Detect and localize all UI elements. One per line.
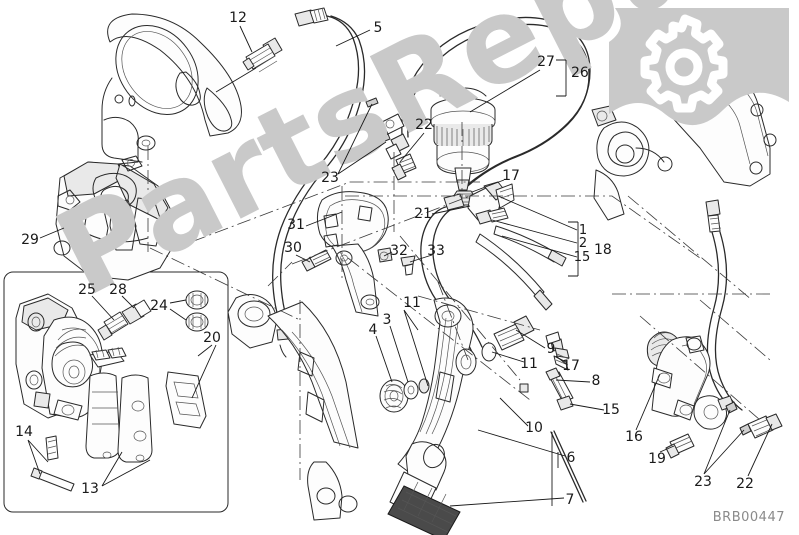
callout-22-top: 22 [415, 117, 433, 133]
rear-brake-caliper-part [53, 155, 173, 281]
callout-7: 7 [566, 492, 575, 508]
pad-retaining-pin-14 [30, 435, 75, 492]
callout-17-b: 17 [562, 358, 580, 374]
callout-8: 8 [592, 373, 601, 389]
guard-bolt-part [242, 37, 283, 73]
bracket-screw-30 [301, 249, 332, 272]
callout-30: 30 [284, 240, 302, 256]
callout-22-b: 22 [736, 476, 754, 492]
callout-10: 10 [525, 420, 543, 436]
callout-21: 21 [414, 206, 432, 222]
fluid-reservoir-part [430, 87, 496, 191]
callout-24: 24 [150, 298, 168, 314]
callout-6: 6 [567, 450, 576, 466]
rear-master-cylinder-part [646, 331, 735, 430]
callout-1: 1 [579, 223, 587, 238]
callout-numbers: 12 5 27 26 22 23 17 21 31 1 2 18 15 30 3… [15, 10, 754, 508]
callout-28: 28 [109, 282, 127, 298]
disc-guard-part [101, 13, 242, 165]
figure-code: BRB00447 [712, 510, 785, 525]
callout-19: 19 [648, 451, 666, 467]
callout-27: 27 [537, 54, 555, 70]
callout-4: 4 [369, 322, 378, 338]
callout-17-top: 17 [502, 168, 520, 184]
callout-20: 20 [203, 330, 221, 346]
bleed-screw-25 [97, 311, 129, 341]
footpeg-bracket [227, 294, 359, 521]
callout-14: 14 [15, 424, 33, 440]
callout-15-b: 15 [602, 402, 620, 418]
master-cylinder-hardware [665, 401, 783, 459]
callout-3: 3 [383, 312, 392, 328]
pad-spring-20 [89, 346, 127, 368]
callout-31: 31 [287, 217, 305, 233]
bleed-cap-28 [121, 299, 152, 325]
callout-11-a: 11 [403, 295, 421, 311]
rear-brake-hose-right [705, 199, 743, 411]
callout-13: 13 [81, 481, 99, 497]
sealing-washer-23-a [365, 97, 391, 144]
brake-pads-13 [85, 372, 153, 463]
inset-caliper-detail [15, 290, 209, 492]
pad-shim-20 [165, 371, 207, 429]
leader-lines [27, 25, 773, 507]
callout-29: 29 [21, 232, 39, 248]
reservoir-hose [385, 16, 591, 194]
hose-fitting-block [467, 181, 567, 311]
piston-seals-24 [185, 290, 209, 332]
reservoir-bracket-part [316, 191, 393, 317]
callout-5: 5 [374, 20, 383, 36]
pedal-hardware [379, 315, 587, 503]
callout-25: 25 [78, 282, 96, 298]
banjo-bolt-22-top [391, 153, 417, 181]
callout-18: 18 [594, 242, 612, 258]
callout-33: 33 [427, 243, 445, 259]
callout-15-top: 15 [574, 250, 591, 265]
brake-pedal-part [387, 297, 474, 535]
hose-fitting-top [381, 113, 405, 135]
callout-11-b: 11 [520, 356, 538, 372]
callout-23-b: 23 [694, 474, 712, 490]
callout-12: 12 [229, 10, 247, 26]
callout-16: 16 [625, 429, 643, 445]
callout-2: 2 [579, 236, 587, 251]
callout-9: 9 [547, 341, 556, 357]
callout-26: 26 [571, 65, 589, 81]
callout-23-top: 23 [321, 170, 339, 186]
grommet-33 [400, 255, 416, 276]
projection-centerlines [147, 122, 771, 480]
callout-32: 32 [390, 243, 408, 259]
